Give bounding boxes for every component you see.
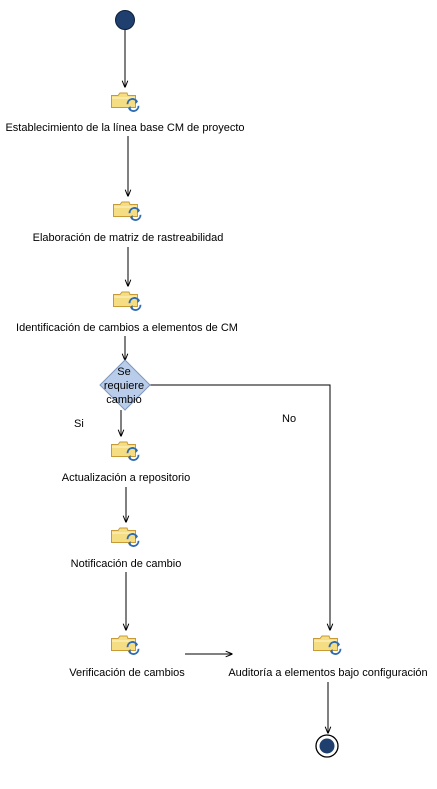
decision-label-line-2: requiere <box>104 380 144 392</box>
activity-task-icon <box>113 291 142 311</box>
start-node[interactable] <box>115 10 135 30</box>
activity-label-a4[interactable]: Actualización a repositorio <box>62 472 190 484</box>
decision-label-line-1: Se <box>117 366 130 378</box>
activity-label-a5[interactable]: Notificación de cambio <box>71 558 182 570</box>
activity-task-icon <box>111 527 140 547</box>
activity-task-icon <box>113 201 142 221</box>
activity-task-icon <box>313 635 342 655</box>
decision-label-line-3: cambio <box>106 394 141 406</box>
activity-label-a1[interactable]: Establecimiento de la línea base CM de p… <box>5 122 244 134</box>
edges <box>121 30 330 733</box>
activity-label-a3[interactable]: Identificación de cambios a elementos de… <box>16 322 238 334</box>
branch-label-no: No <box>282 413 296 425</box>
decision-node[interactable]: Se requiere cambio <box>99 359 151 411</box>
activity-icons <box>111 92 342 655</box>
activity-label-a2[interactable]: Elaboración de matriz de rastreabilidad <box>33 232 224 244</box>
activity-task-icon <box>111 92 140 112</box>
end-node-core <box>319 738 335 754</box>
edge-decision-no-to-a7 <box>150 384 330 630</box>
activity-task-icon <box>111 441 140 461</box>
activity-task-icon <box>111 635 140 655</box>
end-node[interactable] <box>315 734 339 758</box>
activity-label-a6[interactable]: Verificación de cambios <box>69 667 185 679</box>
branch-label-yes: Si <box>74 418 84 430</box>
decision-diamond <box>99 359 151 411</box>
activity-label-a7[interactable]: Auditoría a elementos bajo configuración <box>228 667 427 679</box>
